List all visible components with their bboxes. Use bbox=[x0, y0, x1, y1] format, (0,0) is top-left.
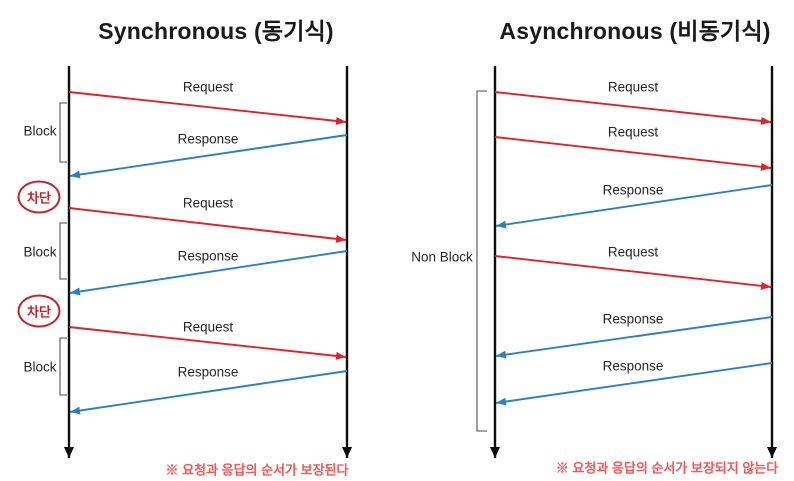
sync-block-bracket-1 bbox=[59, 102, 67, 163]
sync-request-arrow-1 bbox=[68, 91, 347, 125]
sync-request-arrow-2 bbox=[68, 207, 347, 243]
async-request-arrow-2 bbox=[494, 136, 772, 171]
sync-block-bracket-2 bbox=[59, 222, 67, 280]
async-request-arrow-1 bbox=[494, 91, 772, 125]
async-request-arrow-3 bbox=[494, 255, 772, 290]
async-nonblock-bracket bbox=[476, 90, 487, 432]
sync-response-arrow-3 bbox=[69, 370, 348, 415]
sync-response-arrow-1 bbox=[69, 134, 348, 179]
async-response-arrow-2 bbox=[495, 316, 773, 359]
async-response-arrow-3 bbox=[495, 362, 773, 406]
sync-response-arrow-2 bbox=[69, 250, 348, 296]
async-response-arrow-1 bbox=[495, 184, 773, 229]
sync-block-bracket-3 bbox=[59, 337, 67, 396]
sync-request-arrow-3 bbox=[68, 326, 347, 360]
